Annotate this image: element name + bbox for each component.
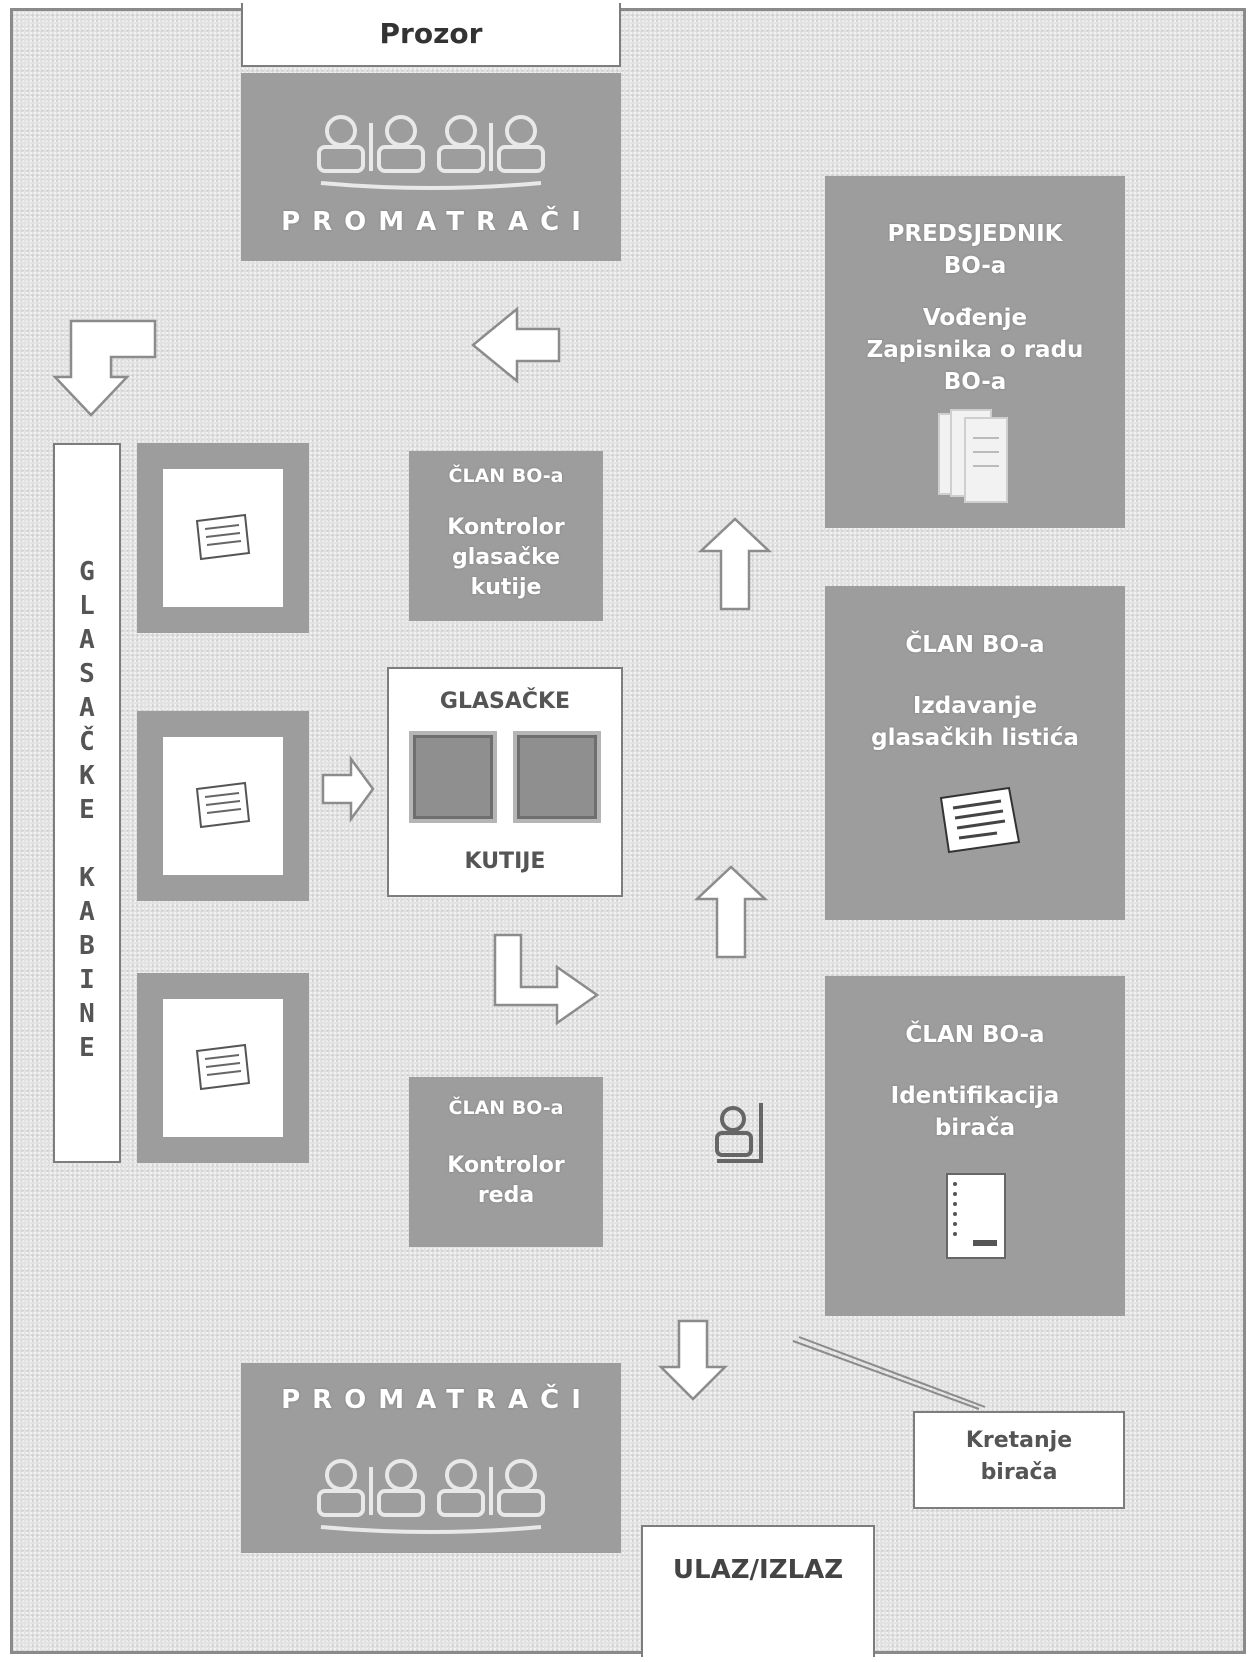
identification-title: ČLAN BO-a <box>905 1022 1045 1048</box>
ballot-control-box: ČLAN BO-a Kontrolor glasačke kutije <box>409 451 603 621</box>
ballot-box-1 <box>409 731 497 823</box>
ballot-boxes-top-label: GLASAČKE <box>439 689 571 714</box>
legend-pointer <box>792 1336 986 1410</box>
person-icon <box>715 1103 763 1163</box>
ballot-box-2 <box>513 731 601 823</box>
president-role: Vođenje Zapisnika o radu BO-a <box>866 305 1084 395</box>
ballot-paper-icon <box>195 781 251 829</box>
president-box: PREDSJEDNIK BO-a Vođenje Zapisnika o rad… <box>825 176 1125 528</box>
voting-booth-3 <box>137 973 309 1163</box>
ballot-issue-role: Izdavanje glasačkih listića <box>871 693 1079 751</box>
order-control-role: Kontrolor reda <box>447 1153 565 1208</box>
voter-list-icon <box>946 1173 1006 1259</box>
ballot-boxes: GLASAČKE KUTIJE <box>387 667 623 897</box>
arrow-icon <box>321 755 375 823</box>
observers-bottom-label: PROMATRAČI <box>281 1385 593 1415</box>
ballot-paper-icon <box>939 786 1021 854</box>
people-group-icon <box>317 1459 545 1534</box>
ballot-boxes-bottom-label: KUTIJE <box>464 849 546 874</box>
legend-label: Kretanje birača <box>965 1428 1073 1485</box>
arrow-icon <box>693 865 769 959</box>
observers-top-label: PROMATRAČI <box>281 207 593 237</box>
booths-label: G L A S A Č K E K A B I N E <box>53 443 121 1163</box>
identification-box: ČLAN BO-a Identifikacija birača <box>825 976 1125 1316</box>
voting-booth-2 <box>137 711 309 901</box>
voting-booth-1 <box>137 443 309 633</box>
arrow-icon <box>52 319 157 417</box>
identification-role: Identifikacija birača <box>890 1083 1060 1141</box>
arrow-icon <box>657 1319 729 1401</box>
observers-bottom-box: PROMATRAČI <box>241 1363 621 1553</box>
document-stack-icon <box>938 409 1008 503</box>
polling-room: Prozor PROMATRAČI PREDSJEDNIK BO-a Vođen… <box>10 3 1246 1657</box>
arrow-icon <box>471 306 561 384</box>
ballot-control-title: ČLAN BO-a <box>448 465 564 487</box>
ballot-paper-icon <box>195 513 251 561</box>
ballot-issue-title: ČLAN BO-a <box>905 632 1045 658</box>
arrow-icon <box>493 933 600 1026</box>
entrance-label: ULAZ/IZLAZ <box>641 1525 875 1657</box>
flow-arrows <box>52 306 986 1410</box>
ballot-control-role: Kontrolor glasačke kutije <box>447 515 565 600</box>
window-label-text: Prozor <box>379 17 483 50</box>
entrance-label-text: ULAZ/IZLAZ <box>672 1555 844 1585</box>
people-group-icon <box>317 115 545 190</box>
ballot-paper-icon <box>195 1043 251 1091</box>
ballot-issue-box: ČLAN BO-a Izdavanje glasačkih listića <box>825 586 1125 920</box>
order-control-box: ČLAN BO-a Kontrolor reda <box>409 1077 603 1247</box>
observers-top-box: PROMATRAČI <box>241 73 621 261</box>
window-label: Prozor <box>241 3 621 67</box>
legend-box: Kretanje birača <box>913 1411 1125 1509</box>
order-control-title: ČLAN BO-a <box>448 1097 564 1119</box>
president-title: PREDSJEDNIK BO-a <box>887 221 1063 279</box>
arrow-icon <box>697 517 773 611</box>
booths-label-text: G L A S A Č K E K A B I N E <box>79 557 95 1063</box>
